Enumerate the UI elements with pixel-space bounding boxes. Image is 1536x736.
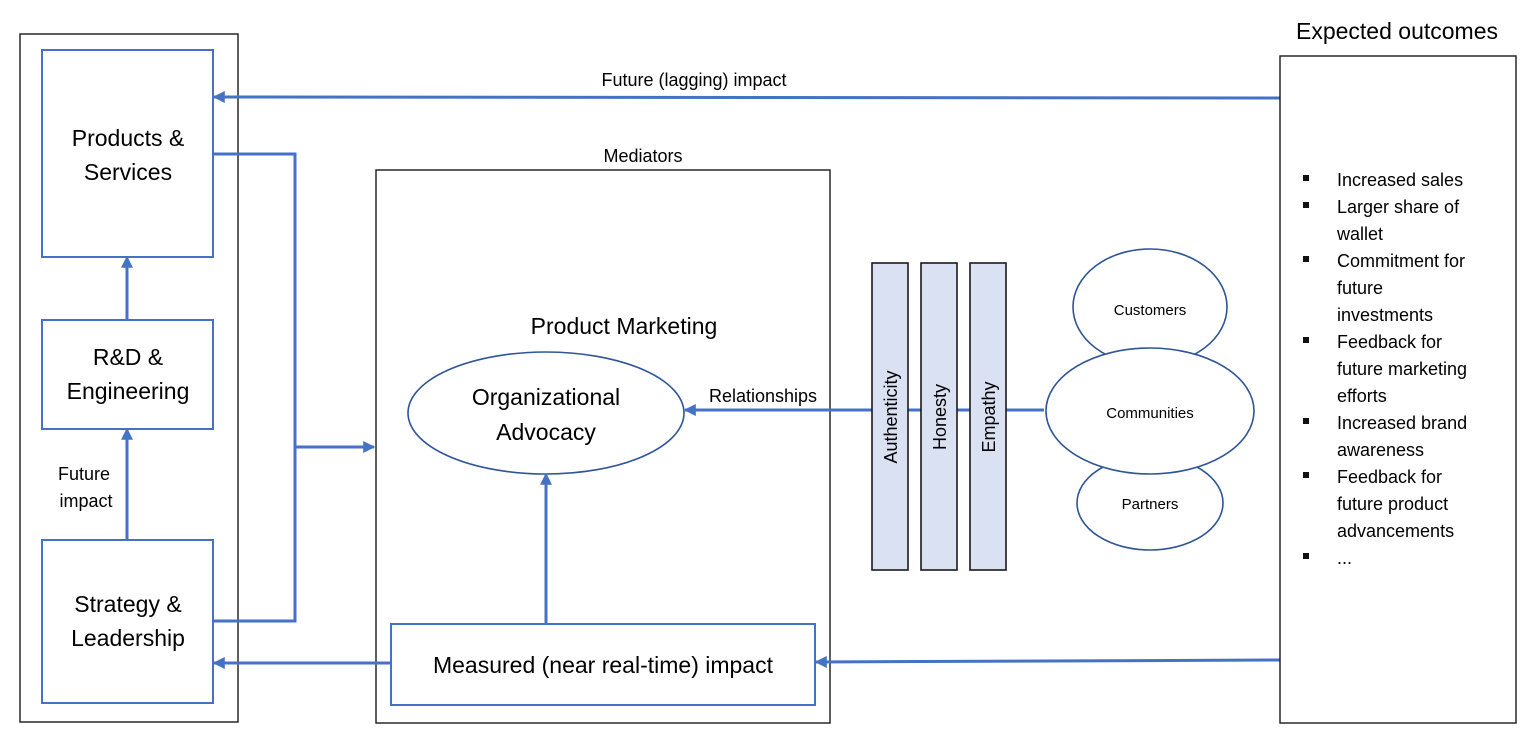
strategy-leadership-box — [41, 539, 214, 704]
outcome-item-line: Larger share of — [1337, 197, 1460, 217]
measured-impact-box — [390, 623, 816, 706]
outcome-bullet — [1303, 553, 1309, 559]
empathy-bar — [969, 262, 1007, 571]
outcome-bullet — [1303, 202, 1309, 208]
rnd-engineering-box — [41, 319, 214, 430]
outcome-item-line: advancements — [1337, 521, 1454, 541]
connector-bracket — [213, 152, 297, 623]
communities-label: Communities — [1106, 405, 1194, 422]
outcome-item-line: Commitment for — [1337, 251, 1465, 271]
outcome-item-line: future product — [1337, 494, 1448, 514]
measured-impact-label: Measured (near real-time) impact — [433, 652, 774, 678]
outcome-bullet — [1303, 418, 1309, 424]
honesty-bar — [920, 262, 958, 571]
arrow-outcomes-to-measured — [814, 655, 1281, 668]
empathy-label: Empathy — [979, 381, 999, 452]
organizational-advocacy-ellipse — [407, 351, 685, 475]
strategy-leadership-label-2: Leadership — [71, 625, 185, 651]
outcome-item-line: investments — [1337, 305, 1433, 325]
outcome-bullet — [1303, 175, 1309, 181]
outcome-item-line: future — [1337, 278, 1383, 298]
outcome-item-line: wallet — [1336, 224, 1383, 244]
future-lagging-impact-label: Future (lagging) impact — [601, 70, 786, 90]
arrow-future-lagging-impact — [212, 91, 1281, 104]
outcome-item-line: future marketing — [1337, 359, 1467, 379]
outcome-bullet — [1303, 256, 1309, 262]
outcome-item-line: Feedback for — [1337, 332, 1442, 352]
partners-label: Partners — [1122, 496, 1179, 513]
future-impact-label-1: Future — [58, 464, 110, 484]
outcome-bullet — [1303, 472, 1309, 478]
rnd-engineering-label-2: Engineering — [67, 378, 190, 404]
rnd-engineering-label-1: R&D & — [93, 344, 163, 370]
organizational-advocacy-label-1: Organizational — [472, 384, 620, 410]
outcome-item-line: Feedback for — [1337, 467, 1442, 487]
expected-outcomes-box — [1279, 55, 1517, 724]
expected-outcomes-title: Expected outcomes — [1296, 18, 1498, 44]
product-marketing-label: Product Marketing — [531, 313, 718, 339]
outcome-item-line: Increased brand — [1337, 413, 1467, 433]
products-services-label-1: Products & — [72, 125, 185, 151]
products-services-label-2: Services — [84, 159, 172, 185]
outcome-item-line: efforts — [1337, 386, 1387, 406]
communities-ellipse — [1045, 347, 1255, 475]
authenticity-bar — [871, 262, 909, 571]
organizational-advocacy-label-2: Advocacy — [496, 419, 596, 445]
authenticity-label: Authenticity — [881, 370, 901, 463]
outcome-item-line: ... — [1337, 548, 1352, 568]
customers-label: Customers — [1114, 302, 1187, 319]
outcome-item-line: Increased sales — [1337, 170, 1463, 190]
products-services-box — [41, 49, 214, 258]
honesty-label: Honesty — [930, 384, 950, 450]
future-impact-label-2: impact — [59, 491, 112, 511]
mediators-title: Mediators — [603, 146, 682, 166]
outcome-bullet — [1303, 337, 1309, 343]
relationships-label: Relationships — [709, 386, 817, 406]
outcome-item-line: awareness — [1337, 440, 1424, 460]
strategy-leadership-label-1: Strategy & — [74, 591, 181, 617]
